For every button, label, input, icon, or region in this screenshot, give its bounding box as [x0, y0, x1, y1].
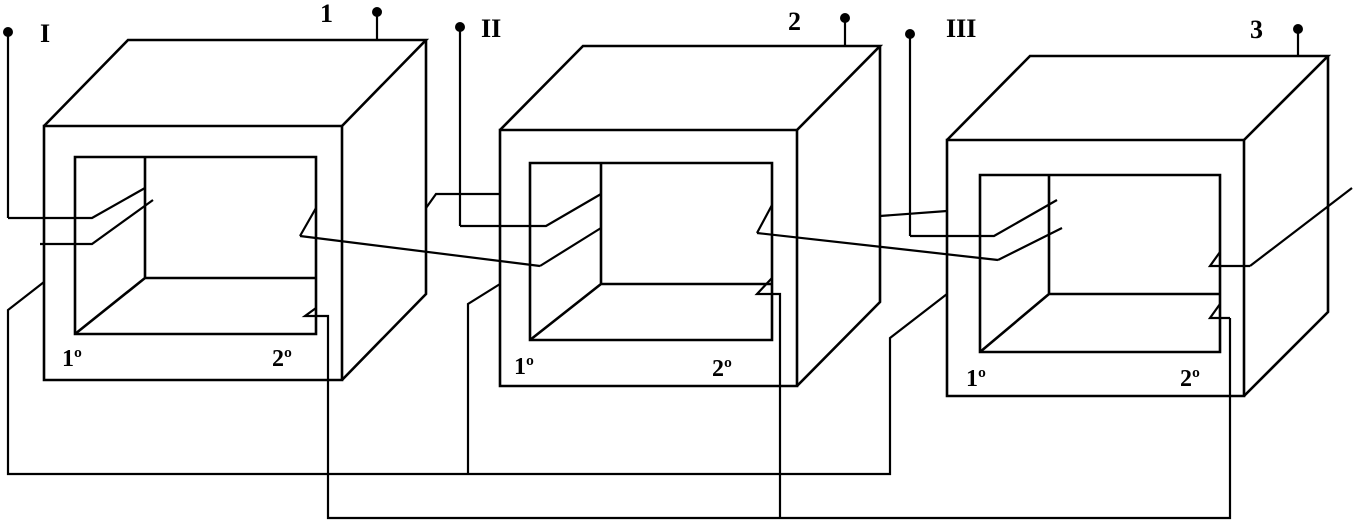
output-terminals [372, 7, 1303, 56]
transformer-2-primary-coil [460, 193, 602, 267]
transformer-3-window-front [978, 173, 1222, 354]
transformer-2 [460, 44, 884, 388]
transformer-2-top-face [499, 44, 884, 387]
terminal-phase-3 [905, 29, 915, 39]
terminal-output-2 [840, 13, 850, 23]
label-2-primary: 1º [514, 354, 534, 380]
common-bus-bottom [316, 292, 1232, 520]
transformer-3-window-depth [979, 175, 1220, 353]
transformer-3-front-face [945, 138, 1246, 398]
transformer-1-window-depth [74, 157, 316, 336]
transformer-3-primary-coil [910, 199, 1063, 261]
transformer-2-window-front [528, 161, 774, 342]
label-3-secondary: 2º [1180, 366, 1200, 392]
terminal-phase-2 [455, 22, 465, 32]
transformer-2-front-face [498, 128, 799, 388]
transformer-1-window-front [73, 155, 318, 336]
label-1-primary: 1º [62, 346, 82, 372]
transformer-1-front-face [42, 124, 344, 382]
label-3-primary: 1º [966, 366, 986, 392]
label-transformer-3: 3 [1250, 15, 1263, 44]
transformer-3-top-face [946, 54, 1332, 397]
label-1-secondary: 2º [272, 346, 292, 372]
label-phase-2: II [481, 14, 501, 43]
label-phase-3: III [946, 14, 976, 43]
terminal-output-3 [1293, 24, 1303, 34]
label-transformer-1: 1 [320, 0, 333, 28]
label-2-secondary: 2º [712, 356, 732, 382]
input-terminals [3, 22, 915, 236]
label-transformer-2: 2 [788, 7, 801, 36]
interconnection-wires [6, 187, 1353, 520]
label-phase-1: I [40, 19, 50, 48]
terminal-phase-1 [3, 27, 13, 37]
terminal-output-1 [372, 7, 382, 17]
transformer-2-window-depth [529, 163, 772, 342]
transformer-1-top-face [43, 38, 430, 381]
common-bus-lower [6, 281, 948, 476]
transformer-2-secondary-coil [754, 204, 773, 296]
transformer-1-primary-coil [8, 187, 154, 246]
transformer-3 [910, 54, 1332, 398]
transformer-1-secondary-coil [299, 207, 317, 318]
transformer-1 [8, 38, 430, 382]
labels: I 1 1º 2º II 2 1º 2º III 3 1º 2º [40, 0, 1263, 392]
transformer-3-secondary-coil [1207, 251, 1250, 320]
